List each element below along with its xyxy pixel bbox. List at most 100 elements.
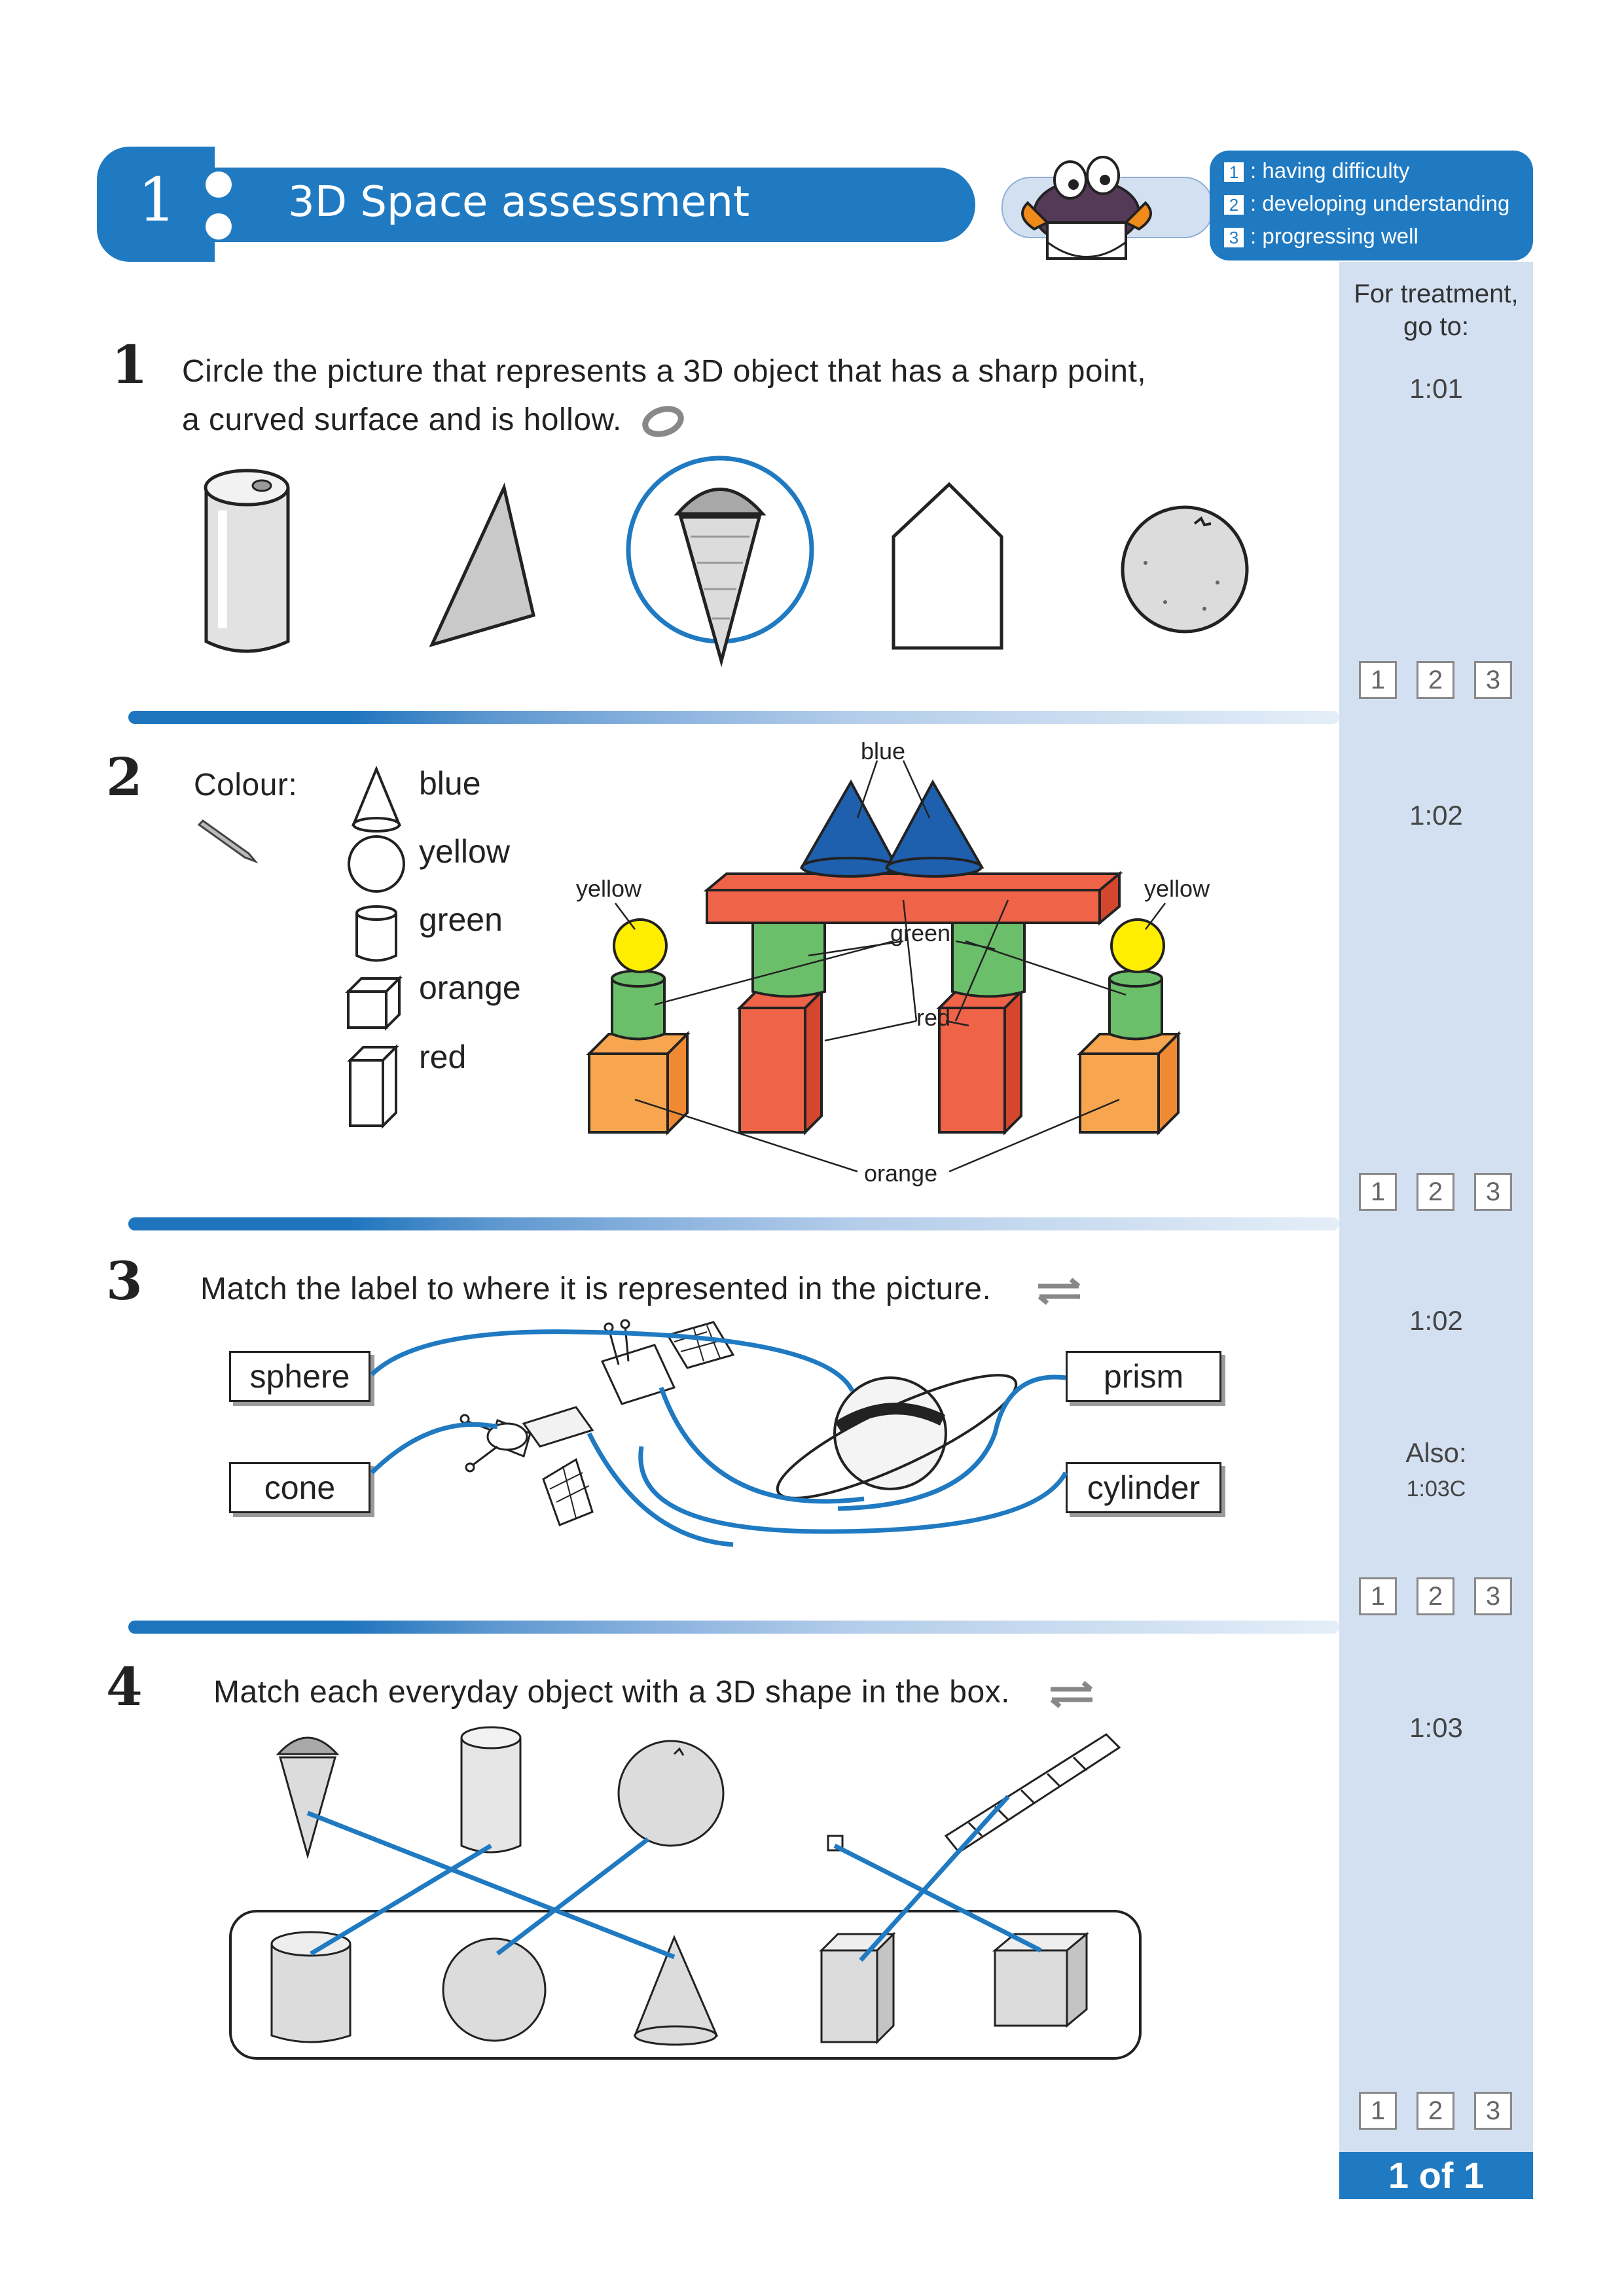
- key-word-blue: blue: [419, 765, 481, 802]
- rating-box-3[interactable]: 3: [1474, 1173, 1512, 1211]
- section-divider: [128, 1217, 1339, 1230]
- triangle-picture[interactable]: [429, 482, 535, 647]
- rating-box-2[interactable]: 2: [1416, 1577, 1454, 1615]
- ringed-planet: [776, 1374, 1018, 1499]
- pentagon-picture[interactable]: [892, 482, 1003, 650]
- yellow-sphere-right[interactable]: [1110, 918, 1165, 973]
- orange-cube-left[interactable]: [586, 1031, 691, 1136]
- cone-icon: [352, 766, 401, 833]
- key-item-2: 2: developing understanding: [1224, 191, 1509, 216]
- crab-mascot-icon: [1021, 156, 1152, 260]
- label-orange: orange: [864, 1160, 937, 1187]
- green-cylinder-mid-right[interactable]: [951, 916, 1026, 998]
- circle-hint-icon: [642, 406, 684, 437]
- treatment-sidebar: [1339, 262, 1533, 2179]
- rating-box-1[interactable]: 1: [1359, 2092, 1397, 2130]
- key-panel: [1210, 151, 1533, 260]
- rating-box-1[interactable]: 1: [1359, 1577, 1397, 1615]
- blue-cone-right[interactable]: [884, 779, 984, 878]
- label-green: green: [890, 920, 950, 946]
- q4-text: Match each everyday object with a 3D sha…: [213, 1674, 1098, 1710]
- cylinder-shape[interactable]: [270, 1931, 352, 2043]
- unit-number: 1: [137, 165, 177, 235]
- key-word-red: red: [419, 1039, 467, 1075]
- orange-picture[interactable]: [1121, 505, 1249, 634]
- rating-box-3[interactable]: 3: [1474, 661, 1512, 699]
- satellite: [460, 1319, 735, 1526]
- treatment-heading: For treatment, go to:: [1354, 279, 1519, 341]
- sphere-shape[interactable]: [442, 1937, 547, 2042]
- key-word-green: green: [419, 901, 503, 938]
- cube-shape[interactable]: [992, 1931, 1090, 2028]
- green-cylinder-left[interactable]: [611, 969, 666, 1041]
- can-object[interactable]: [460, 1726, 522, 1854]
- key-item-1: 1: having difficulty: [1224, 158, 1409, 183]
- q4-number: 4: [106, 1656, 143, 1717]
- colour-label: Colour:: [194, 768, 298, 802]
- q3-text: Match the label to where it is represent…: [200, 1271, 1085, 1307]
- ice-cream-cone-object[interactable]: [276, 1736, 340, 1859]
- page-title: 3D Space assessment: [288, 178, 750, 226]
- rating-boxes-q4: 1 2 3: [1359, 2092, 1512, 2130]
- green-cylinder-mid-left[interactable]: [751, 916, 826, 998]
- red-beam[interactable]: [703, 870, 1123, 926]
- tab-notch-bottom: [206, 213, 232, 240]
- label-yellow-right: yellow: [1144, 875, 1210, 902]
- cone-shape[interactable]: [633, 1935, 719, 2046]
- match-arrows-icon: [1038, 1278, 1081, 1306]
- rating-box-2[interactable]: 2: [1416, 1173, 1454, 1211]
- leader-lines: [615, 760, 1166, 1173]
- orange-object[interactable]: [617, 1740, 725, 1847]
- blue-cone-left[interactable]: [799, 779, 899, 878]
- section-divider: [128, 711, 1339, 724]
- rating-boxes-q1: 1 2 3: [1359, 661, 1512, 699]
- green-cylinder-right[interactable]: [1108, 969, 1163, 1041]
- pencil-icon: [197, 819, 259, 864]
- rating-box-2[interactable]: 2: [1416, 2092, 1454, 2130]
- q2-number: 2: [106, 746, 143, 808]
- label-sphere[interactable]: sphere: [229, 1351, 370, 1402]
- rating-box-1[interactable]: 1: [1359, 661, 1397, 699]
- match-arrows-icon: [1050, 1681, 1093, 1709]
- label-prism[interactable]: prism: [1066, 1351, 1221, 1402]
- section-divider: [128, 1621, 1339, 1634]
- label-cone[interactable]: cone: [229, 1462, 370, 1513]
- yellow-sphere-left[interactable]: [613, 918, 668, 973]
- orange-cube-right[interactable]: [1077, 1031, 1182, 1136]
- q4-matching: [229, 1726, 1142, 2060]
- rating-boxes-q2: 1 2 3: [1359, 1173, 1512, 1211]
- treatment-ref-q3: 1:02: [1409, 1305, 1463, 1336]
- cube-icon: [345, 975, 403, 1031]
- tab-notch-top: [206, 171, 232, 198]
- can-picture[interactable]: [204, 469, 290, 653]
- ruler-object[interactable]: [944, 1733, 1121, 1854]
- ice-cream-cone-picture[interactable]: [626, 456, 814, 668]
- also-label: Also:: [1405, 1437, 1467, 1468]
- colour-key-shapes: [345, 766, 405, 1129]
- rating-boxes-q3: 1 2 3: [1359, 1577, 1512, 1615]
- treatment-ref-q1: 1:01: [1409, 373, 1463, 404]
- space-scene: [370, 1319, 1068, 1547]
- rating-box-2[interactable]: 2: [1416, 661, 1454, 699]
- q1-pictures: [204, 456, 1249, 668]
- rectangular-prism-shape[interactable]: [819, 1931, 896, 2045]
- label-cylinder[interactable]: cylinder: [1066, 1462, 1221, 1513]
- q1-text-line1: Circle the picture that represents a 3D …: [182, 354, 1147, 389]
- rating-box-3[interactable]: 3: [1474, 1577, 1512, 1615]
- rating-box-1[interactable]: 1: [1359, 1173, 1397, 1211]
- also-ref: 1:03C: [1406, 1477, 1466, 1501]
- block-structure-picture: blue yellow yellow green red orange: [576, 738, 1210, 1187]
- cylinder-icon: [355, 905, 397, 962]
- label-blue: blue: [861, 738, 905, 764]
- key-word-orange: orange: [419, 969, 521, 1006]
- label-yellow-left: yellow: [576, 875, 642, 902]
- title-bar: [190, 168, 975, 242]
- page-indicator: 1 of 1: [1339, 2152, 1533, 2199]
- rating-box-3[interactable]: 3: [1474, 2092, 1512, 2130]
- sphere-icon: [348, 835, 405, 893]
- q1-text-line2: a curved surface and is hollow.: [182, 402, 686, 438]
- red-prism-right[interactable]: [936, 988, 1024, 1136]
- key-item-3: 3: progressing well: [1224, 224, 1418, 249]
- red-prism-left[interactable]: [736, 988, 825, 1136]
- q3-number: 3: [106, 1250, 143, 1312]
